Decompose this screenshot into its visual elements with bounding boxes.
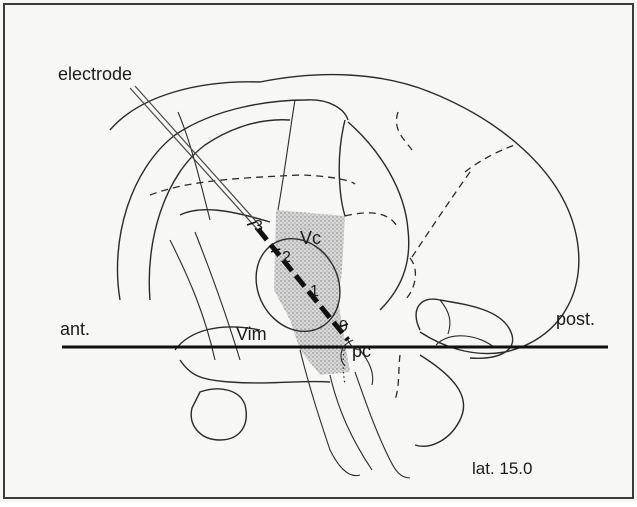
central-boundary: [278, 100, 295, 210]
dashed-boundary-diag: [410, 172, 470, 260]
vim-inner-boundary: [195, 232, 240, 360]
label-electrode: electrode: [58, 64, 132, 84]
label-post: post.: [556, 309, 595, 329]
dashed-boundary-top: [396, 112, 412, 150]
electrode-shaft-a: [130, 88, 258, 230]
dashed-boundary-dorsal: [150, 175, 355, 195]
label-lat: lat. 15.0: [472, 459, 533, 478]
dashed-boundary-ventral: [395, 355, 400, 400]
label-point-2: 2: [282, 249, 291, 266]
ventral-nucleus-blob: [191, 389, 246, 440]
label-vim: Vim: [236, 324, 267, 344]
vc-dorsal-boundary: [339, 120, 345, 216]
dashed-boundary-right: [465, 145, 515, 172]
midbrain-contour: [415, 355, 464, 446]
brainstem-mid: [330, 375, 372, 470]
label-point-0: 0: [339, 318, 348, 335]
pulvinar-divider: [440, 300, 450, 334]
brainstem-right: [355, 372, 410, 478]
label-vc: Vc: [300, 228, 321, 248]
dashed-boundary-mid: [345, 213, 398, 228]
pulvinar-lobe: [416, 299, 513, 358]
label-ant: ant.: [60, 319, 90, 339]
label-point-3: 3: [254, 218, 263, 235]
label-point-1: 1: [310, 283, 319, 300]
vim-anterior-boundary: [170, 240, 215, 360]
anterior-boundary: [178, 112, 210, 220]
label-pc: pc: [352, 341, 371, 361]
posterior-boundary: [348, 122, 409, 310]
